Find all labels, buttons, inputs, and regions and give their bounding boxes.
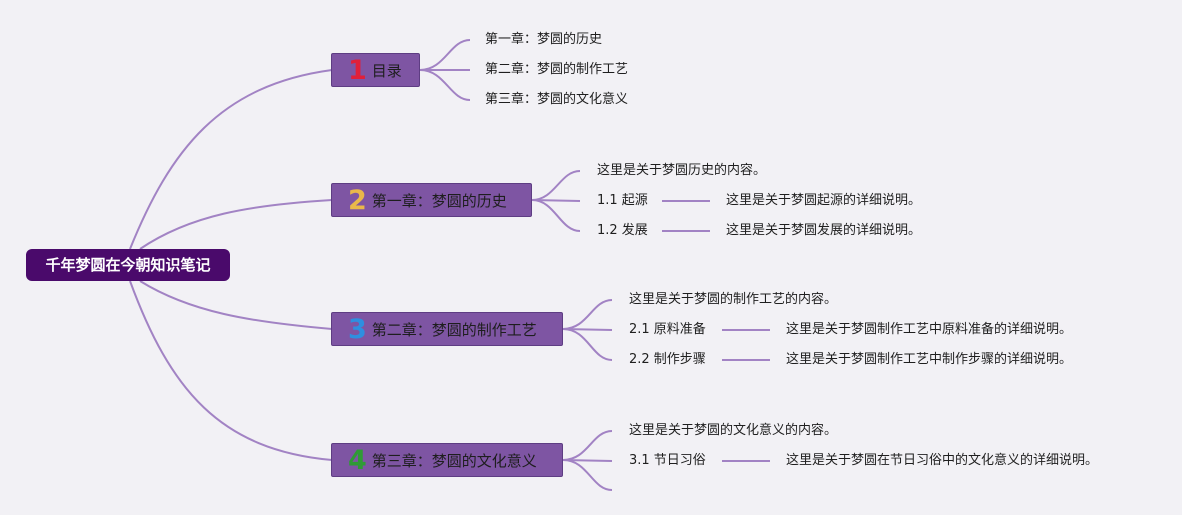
connector-root-ch3 xyxy=(139,280,333,330)
history-development[interactable]: 1.2 发展 xyxy=(597,223,648,238)
history-intro[interactable]: 这里是关于梦圆历史的内容。 xyxy=(597,163,767,178)
craft-materials-detail[interactable]: 这里是关于梦圆制作工艺中原料准备的详细说明。 xyxy=(786,322,1073,337)
toc-item-3[interactable]: 第三章：梦圆的文化意义 xyxy=(485,92,629,107)
culture-festivals[interactable]: 3.1 节日习俗 xyxy=(629,453,706,468)
chapter-node-toc[interactable]: 1 目录 xyxy=(331,53,420,87)
connector-ch4-item1 xyxy=(562,430,613,461)
chapter-number-4: 4 xyxy=(348,444,367,476)
chapter-label: 第三章：梦圆的文化意义 xyxy=(371,451,537,470)
history-development-detail[interactable]: 这里是关于梦圆发展的详细说明。 xyxy=(726,223,922,238)
history-origin[interactable]: 1.1 起源 xyxy=(597,193,648,208)
chapter-node-culture[interactable]: 4 第三章：梦圆的文化意义 xyxy=(331,443,563,477)
chapter-label: 目录 xyxy=(371,61,402,80)
connector-root-ch1 xyxy=(129,69,333,250)
chapter-number-2: 2 xyxy=(348,184,367,216)
chapter-number-3: 3 xyxy=(348,313,367,345)
connector-ch2-item3 xyxy=(531,199,581,232)
connector-ch1-item1 xyxy=(419,39,471,71)
connector-ch4-item3 xyxy=(562,459,613,491)
chapter-node-history[interactable]: 2 第一章：梦圆的历史 xyxy=(331,183,532,217)
craft-materials[interactable]: 2.1 原料准备 xyxy=(629,322,706,337)
craft-steps-detail[interactable]: 这里是关于梦圆制作工艺中制作步骤的详细说明。 xyxy=(786,352,1073,367)
connector-ch3-item1 xyxy=(562,299,613,330)
connector-ch1-item3 xyxy=(419,69,471,101)
connector-ch3-item3 xyxy=(562,328,613,361)
connector-root-ch2 xyxy=(139,199,333,250)
chapter-label: 第二章：梦圆的制作工艺 xyxy=(371,320,537,339)
connector-ch2-item1 xyxy=(531,170,581,201)
connector-ch4-item2 xyxy=(562,459,613,462)
culture-intro[interactable]: 这里是关于梦圆的文化意义的内容。 xyxy=(629,423,838,438)
connector-ch3-item2 xyxy=(562,328,613,331)
connector-root-ch4 xyxy=(129,280,333,461)
craft-intro[interactable]: 这里是关于梦圆的制作工艺的内容。 xyxy=(629,292,838,307)
chapter-node-craft[interactable]: 3 第二章：梦圆的制作工艺 xyxy=(331,312,563,346)
craft-steps[interactable]: 2.2 制作步骤 xyxy=(629,352,706,367)
toc-item-1[interactable]: 第一章：梦圆的历史 xyxy=(485,32,603,47)
culture-festivals-detail[interactable]: 这里是关于梦圆在节日习俗中的文化意义的详细说明。 xyxy=(786,453,1099,468)
connector-ch2-item2 xyxy=(531,199,581,202)
history-origin-detail[interactable]: 这里是关于梦圆起源的详细说明。 xyxy=(726,193,922,208)
chapter-label: 第一章：梦圆的历史 xyxy=(371,191,507,210)
root-title: 千年梦圆在今朝知识笔记 xyxy=(45,256,211,274)
toc-item-2[interactable]: 第二章：梦圆的制作工艺 xyxy=(485,62,629,77)
root-node[interactable]: 千年梦圆在今朝知识笔记 xyxy=(26,249,230,281)
chapter-number-1: 1 xyxy=(348,54,367,86)
